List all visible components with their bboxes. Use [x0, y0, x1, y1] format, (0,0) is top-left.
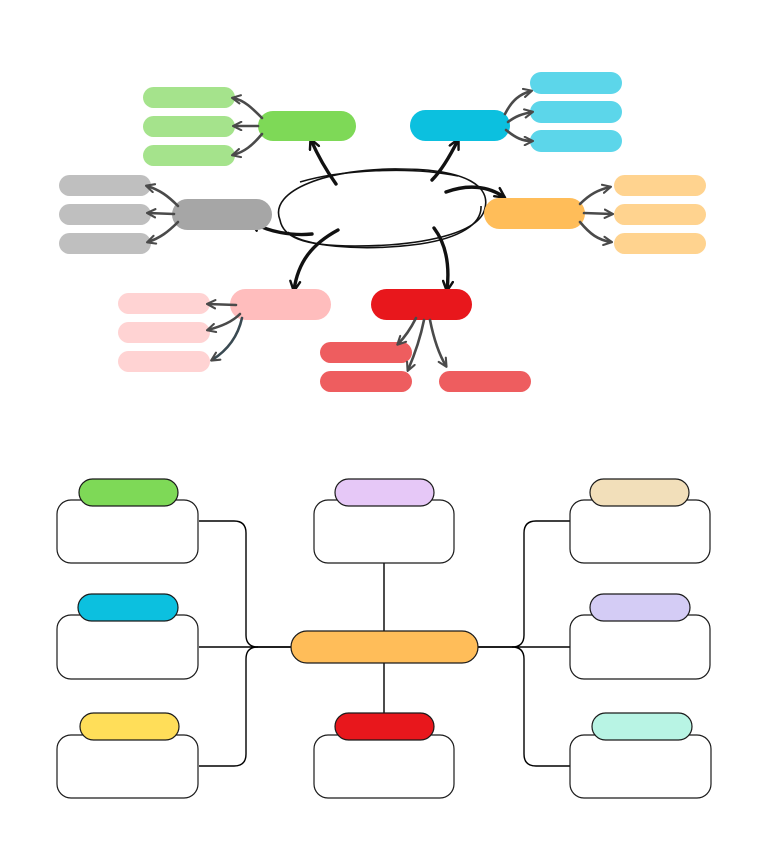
arrow-to-red: [432, 226, 455, 293]
card-header[interactable]: [334, 478, 435, 507]
branch-orange-node[interactable]: [484, 198, 585, 229]
gray-child-arrow-2: [145, 208, 176, 219]
branch-green[interactable]: [143, 87, 356, 166]
card-body[interactable]: [56, 499, 199, 564]
card-body[interactable]: [569, 499, 711, 564]
card-bottom-right[interactable]: [569, 712, 712, 799]
card-header[interactable]: [79, 712, 180, 741]
branch-orange-child-1[interactable]: [614, 175, 706, 196]
card-body[interactable]: [56, 614, 199, 680]
branch-pink-node[interactable]: [230, 289, 331, 320]
card-header[interactable]: [78, 478, 179, 507]
pink-child-arrow-1: [205, 299, 238, 310]
blue-child-arrow-1: [503, 87, 534, 116]
branch-red[interactable]: [320, 289, 531, 392]
card-top-center[interactable]: [313, 478, 455, 564]
pink-child-arrow-3: [210, 316, 244, 362]
branch-green-child-2[interactable]: [143, 116, 235, 137]
red-child-arrow-3: [428, 318, 448, 368]
card-body[interactable]: [56, 734, 199, 799]
branch-green-child-3[interactable]: [143, 145, 235, 166]
card-header[interactable]: [334, 712, 435, 741]
branch-gray-child-3[interactable]: [59, 233, 151, 254]
branch-gray-child-2[interactable]: [59, 204, 151, 225]
card-middle-left[interactable]: [56, 593, 199, 680]
card-header[interactable]: [77, 593, 179, 622]
branch-pink[interactable]: [118, 289, 331, 372]
orange-child-arrow-2: [582, 208, 615, 219]
card-middle-right[interactable]: [569, 593, 711, 680]
branch-green-node[interactable]: [258, 111, 356, 141]
branch-pink-child-1[interactable]: [118, 293, 210, 314]
card-top-left[interactable]: [56, 478, 199, 564]
branch-gray-node[interactable]: [172, 199, 272, 230]
central-topic-shape: [277, 168, 487, 249]
arrow-to-green: [308, 137, 338, 186]
card-top-right[interactable]: [569, 478, 711, 564]
card-header[interactable]: [591, 712, 693, 741]
branch-orange-child-2[interactable]: [614, 204, 706, 225]
orange-child-arrow-3: [578, 220, 614, 247]
branch-blue-child-2[interactable]: [530, 101, 622, 123]
pink-child-arrow-2: [205, 312, 242, 334]
card-body[interactable]: [313, 499, 455, 564]
branch-green-child-1[interactable]: [143, 87, 235, 108]
card-body[interactable]: [569, 734, 712, 799]
green-child-arrow-3: [230, 132, 264, 159]
branch-orange-child-3[interactable]: [614, 233, 706, 254]
red-child-arrow-2: [406, 318, 426, 372]
gray-child-arrow-1: [144, 183, 180, 208]
branch-gray[interactable]: [59, 175, 272, 254]
card-body[interactable]: [313, 734, 455, 799]
bottom-mind-map: [56, 478, 712, 799]
branch-red-child-2[interactable]: [320, 371, 412, 392]
bottom-central-topic[interactable]: [290, 630, 479, 664]
card-header[interactable]: [589, 478, 690, 507]
card-bottom-left[interactable]: [56, 712, 199, 799]
branch-red-child-3[interactable]: [439, 371, 531, 392]
arrow-to-blue: [430, 137, 460, 182]
branch-pink-child-2[interactable]: [118, 322, 210, 343]
branch-blue[interactable]: [410, 72, 622, 152]
branch-pink-child-3[interactable]: [118, 351, 210, 372]
branch-orange[interactable]: [484, 175, 706, 254]
branch-blue-child-3[interactable]: [530, 130, 622, 152]
bottom-central-node[interactable]: [290, 630, 479, 664]
branch-red-child-1[interactable]: [320, 342, 412, 363]
card-body[interactable]: [569, 614, 711, 680]
branch-blue-node[interactable]: [410, 110, 510, 141]
branch-red-node[interactable]: [371, 289, 472, 320]
gray-child-arrow-3: [145, 220, 180, 245]
blue-child-arrow-2: [506, 108, 535, 124]
card-header[interactable]: [589, 593, 691, 622]
green-child-arrow-1: [230, 94, 264, 120]
top-mind-map: [59, 72, 706, 392]
card-bottom-center[interactable]: [313, 712, 455, 799]
blue-child-arrow-3: [504, 128, 535, 147]
orange-child-arrow-1: [578, 183, 613, 206]
red-child-arrow-1: [396, 316, 418, 346]
arrow-to-pink: [289, 228, 340, 293]
branch-blue-child-1[interactable]: [530, 72, 622, 94]
branch-gray-child-1[interactable]: [59, 175, 151, 196]
arrow-to-orange: [444, 185, 507, 199]
